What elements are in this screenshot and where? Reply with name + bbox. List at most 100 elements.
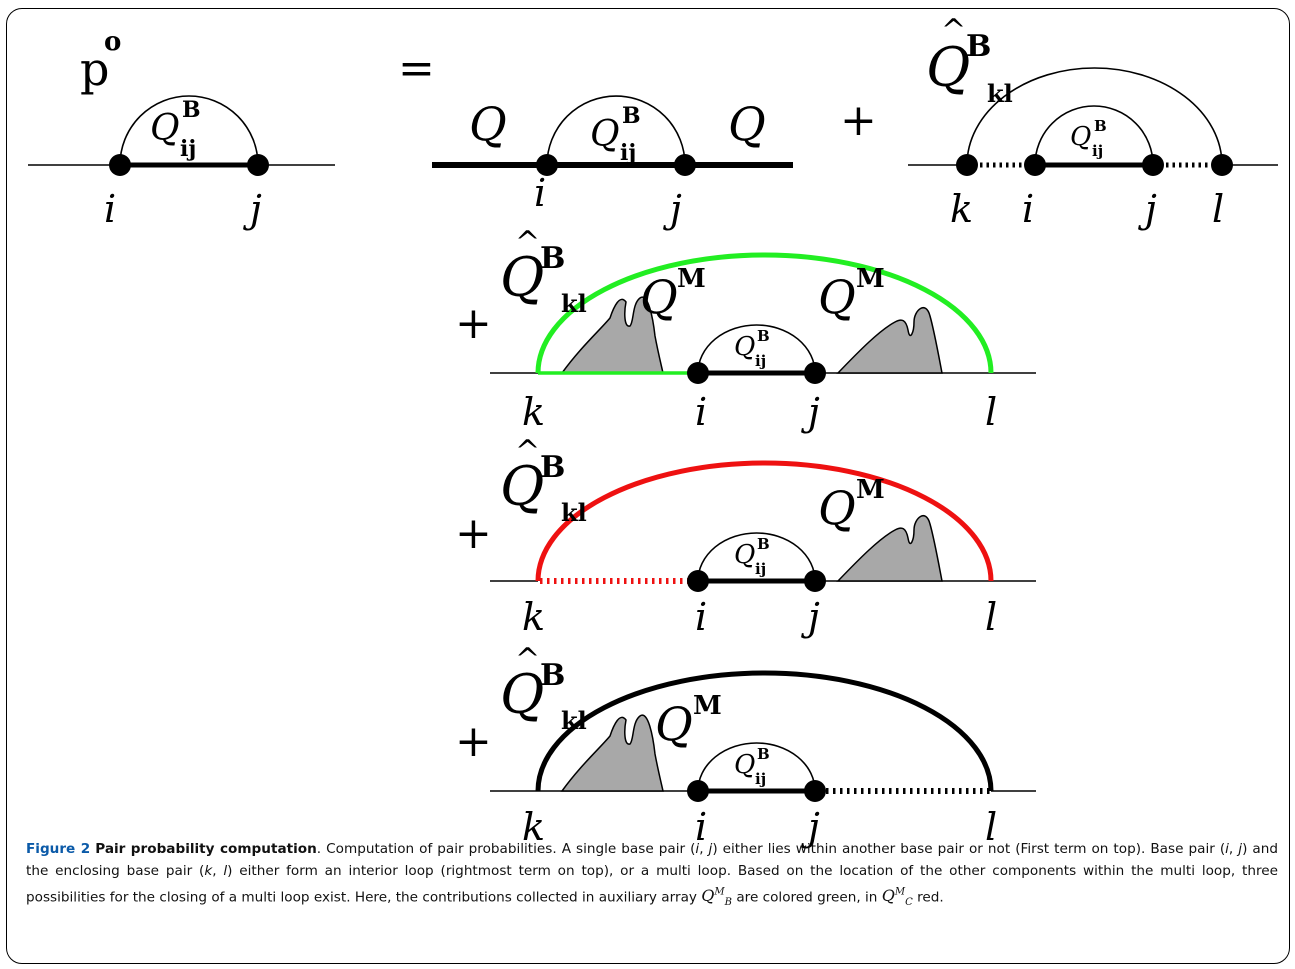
green-label-l: l bbox=[985, 390, 997, 434]
exterior-node-i bbox=[536, 154, 558, 176]
red-blob bbox=[836, 514, 943, 582]
green-outer-arc bbox=[535, 252, 994, 374]
interior-q: Q bbox=[1070, 122, 1091, 152]
green-q-sup: B bbox=[757, 327, 770, 345]
interior-inner-arc bbox=[1034, 105, 1154, 166]
green-label-i: i bbox=[695, 390, 707, 434]
red-qhat-sup: B bbox=[540, 450, 565, 485]
green-qm-left-sup: M bbox=[677, 264, 706, 294]
green-label-j: j bbox=[801, 390, 820, 434]
green-qhat-sub: kl bbox=[561, 289, 587, 318]
green-node-j bbox=[804, 362, 826, 384]
black-qhat: Q bbox=[500, 663, 544, 726]
black-qhat-mark: ^ bbox=[515, 642, 540, 677]
caption-math-qmb: QMB bbox=[701, 886, 732, 908]
caption-math-qmb-sup: M bbox=[714, 887, 725, 898]
red-qhat-sub: kl bbox=[561, 498, 587, 527]
interior-label-l: l bbox=[1212, 187, 1224, 231]
lhs-q-sub: ij bbox=[180, 136, 196, 162]
black-qm: Q bbox=[655, 697, 693, 751]
red-label-k: k bbox=[522, 595, 545, 639]
interior-node-k bbox=[956, 154, 978, 176]
exterior-q-left: Q bbox=[469, 97, 507, 151]
caption-sep-2: , bbox=[1228, 841, 1239, 857]
interior-qhat-sub: kl bbox=[987, 79, 1013, 108]
caption-math-qmc-sup: M bbox=[894, 887, 906, 898]
caption-math-qmb-q: Q bbox=[701, 886, 715, 906]
caption-math-qmc-sub: C bbox=[905, 897, 913, 909]
red-node-j bbox=[804, 570, 826, 592]
red-label-i: i bbox=[695, 595, 707, 639]
interior-qhat-sup: B bbox=[966, 29, 991, 64]
lhs-inner-arc bbox=[119, 95, 259, 166]
black-label-l: l bbox=[985, 805, 997, 849]
exterior-q-right: Q bbox=[728, 97, 766, 151]
green-qhat: Q bbox=[500, 246, 544, 309]
interior-q-sub: ij bbox=[1092, 142, 1103, 160]
black-q: Q bbox=[734, 750, 755, 780]
caption-var-k: k bbox=[204, 863, 213, 879]
exterior-q-sup: B bbox=[622, 103, 641, 129]
caption-text-3: ) and the enclosing base pair ( bbox=[26, 841, 1278, 879]
exterior-label-j: j bbox=[663, 187, 682, 231]
lhs-q: Q bbox=[150, 108, 180, 149]
caption-sep-1: , bbox=[699, 841, 709, 857]
green-blob-left bbox=[560, 296, 664, 374]
interior-outer-arc bbox=[966, 67, 1223, 166]
green-qhat-mark: ^ bbox=[515, 225, 540, 260]
caption-math-qmc: QMC bbox=[881, 886, 913, 908]
black-q-sub: ij bbox=[755, 770, 766, 788]
interior-node-l bbox=[1211, 154, 1233, 176]
green-q: Q bbox=[734, 332, 755, 362]
red-q: Q bbox=[734, 540, 755, 570]
plus-sign-red: + bbox=[455, 508, 492, 559]
plus-sign-top: + bbox=[840, 95, 877, 146]
black-qhat-sup: B bbox=[540, 658, 565, 693]
interior-label-i: i bbox=[1022, 187, 1034, 231]
plus-sign-green: + bbox=[455, 298, 492, 349]
red-qhat: Q bbox=[500, 455, 544, 518]
multiloop-green-term: + ^ Q B kl Q M Q M Q B ij k i j l bbox=[455, 225, 1036, 434]
lhs-q-sup: B bbox=[182, 97, 201, 123]
black-q-sup: B bbox=[757, 745, 770, 763]
black-inner-arc bbox=[697, 742, 816, 792]
caption-text-1: . Computation of pair probabilities. A s… bbox=[316, 841, 696, 857]
red-outer-arc bbox=[535, 460, 994, 582]
caption-var-l: l bbox=[223, 863, 228, 879]
caption-math-qmc-q: Q bbox=[881, 886, 895, 906]
lhs-superscript: o bbox=[104, 27, 121, 57]
black-node-i bbox=[687, 780, 709, 802]
black-qm-sup: M bbox=[693, 691, 722, 721]
plus-sign-black: + bbox=[455, 716, 492, 767]
black-label-k: k bbox=[522, 805, 545, 849]
red-q-sup: B bbox=[757, 535, 770, 553]
exterior-node-j bbox=[674, 154, 696, 176]
caption-sep-3: , bbox=[212, 863, 224, 879]
equals-sign: = bbox=[398, 43, 435, 94]
black-label-i: i bbox=[695, 805, 707, 849]
interior-qhat: Q bbox=[926, 36, 970, 99]
exterior-label-i: i bbox=[534, 171, 546, 215]
lhs-p: p bbox=[80, 42, 109, 96]
exterior-inner-arc bbox=[546, 95, 686, 166]
red-label-l: l bbox=[985, 595, 997, 639]
lhs-term: p o Q B ij i j bbox=[28, 27, 335, 231]
green-qm-right-sup: M bbox=[856, 264, 885, 294]
red-qm: Q bbox=[818, 481, 856, 535]
lhs-label-i: i bbox=[104, 187, 116, 231]
caption-var-i-2: i bbox=[1225, 841, 1229, 857]
black-node-j bbox=[804, 780, 826, 802]
black-blob bbox=[560, 714, 664, 792]
interior-node-j bbox=[1142, 154, 1164, 176]
black-qhat-sub: kl bbox=[561, 706, 587, 735]
exterior-q-sub: ij bbox=[620, 140, 636, 166]
caption-text-5: are colored green, in bbox=[732, 889, 882, 906]
green-qhat-sup: B bbox=[540, 241, 565, 276]
lhs-node-i bbox=[109, 154, 131, 176]
figure-caption: Figure 2 Pair probability computation. C… bbox=[26, 838, 1278, 915]
green-node-i bbox=[687, 362, 709, 384]
green-qm-right: Q bbox=[818, 270, 856, 324]
interior-label-k: k bbox=[950, 187, 973, 231]
red-qhat-mark: ^ bbox=[515, 434, 540, 469]
red-qm-sup: M bbox=[856, 475, 885, 505]
